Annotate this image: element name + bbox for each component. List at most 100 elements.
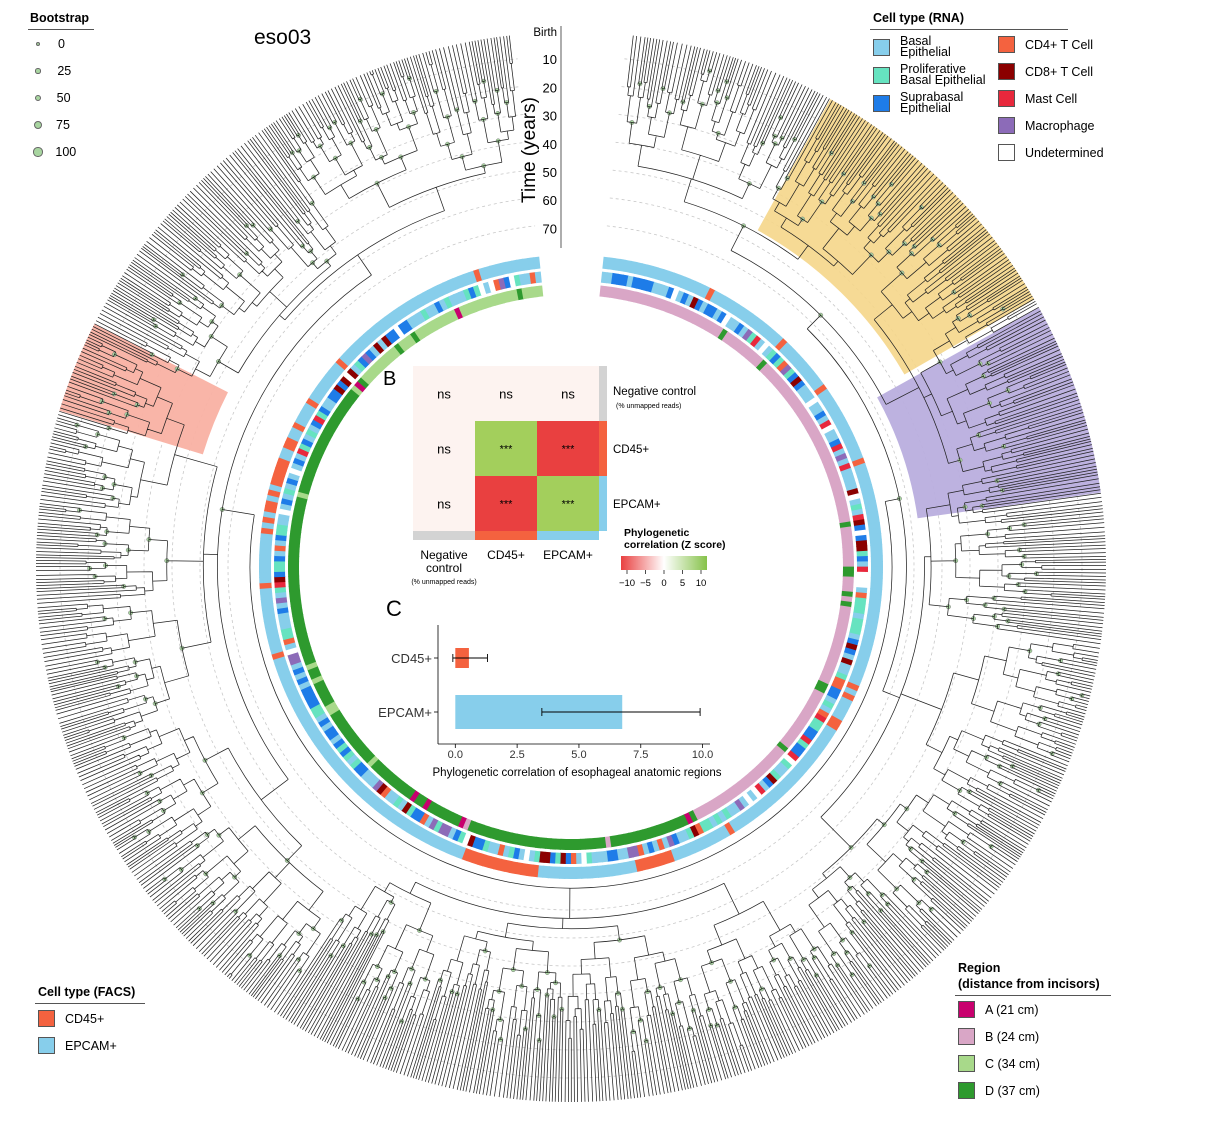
rna-ring-segment	[830, 680, 844, 691]
facs-ring-segment	[380, 316, 393, 330]
facs-ring-segment	[800, 366, 815, 379]
region-ring-segment	[651, 825, 661, 838]
facs-ring-segment	[695, 282, 706, 297]
rna-ring-segment	[296, 675, 309, 686]
facs-ring-segment	[870, 582, 883, 590]
facs-ring-segment	[820, 728, 834, 741]
region-ring-segment	[299, 481, 312, 490]
rna-ring-segment	[824, 694, 837, 706]
rna-ring-segment	[543, 851, 551, 864]
legend-swatch	[998, 36, 1015, 53]
rna-ring-segment	[765, 349, 778, 362]
facs-ring-segment	[670, 848, 681, 862]
region-ring-segment	[651, 296, 661, 309]
heatmap-row-sublabel: (% unmapped reads)	[616, 403, 681, 410]
rna-ring-segment	[534, 271, 542, 284]
facs-ring-segment	[343, 349, 357, 363]
time-tick-label: Birth	[533, 27, 557, 39]
region-ring-segment	[335, 717, 348, 729]
region-ring-segment	[466, 819, 476, 833]
facs-ring-segment	[261, 603, 275, 612]
facs-ring-segment	[430, 834, 442, 849]
facs-ring-segment	[328, 365, 342, 379]
region-ring-segment	[802, 705, 815, 717]
rna-ring-segment	[826, 690, 840, 701]
facs-ring-segment	[314, 737, 328, 750]
rna-ring-segment	[393, 325, 405, 338]
heatmap-cell	[413, 421, 475, 476]
heatmap-col-label: CD45+	[487, 548, 525, 562]
facs-ring-segment	[286, 690, 301, 702]
facs-ring-segment	[870, 549, 883, 557]
col-annotation-bar	[413, 531, 475, 540]
facs-ring-segment	[392, 812, 405, 827]
facs-ring-segment	[695, 837, 706, 852]
region-ring-segment	[785, 729, 798, 742]
rna-ring-segment	[320, 720, 334, 732]
rna-ring-segment	[291, 462, 304, 472]
panel-b-letter: B	[383, 368, 397, 390]
rna-ring-segment	[769, 352, 782, 365]
rna-ring-segment	[448, 294, 459, 307]
region-ring-segment	[782, 733, 795, 745]
region-ring-segment	[359, 748, 372, 760]
rna-ring-segment	[854, 529, 867, 537]
rna-ring-segment	[275, 534, 287, 542]
rna-ring-segment	[814, 712, 827, 724]
facs-ring-segment	[823, 397, 837, 410]
rna-ring-segment	[323, 725, 336, 737]
facs-ring-segment	[737, 813, 750, 827]
region-ring-segment	[417, 795, 428, 808]
rna-ring-segment	[650, 281, 660, 295]
rna-ring-segment	[451, 828, 462, 842]
legend-swatch	[998, 90, 1015, 107]
rna-ring-segment	[729, 319, 741, 333]
facs-ring-segment	[527, 257, 536, 270]
facs-ring-segment	[431, 284, 443, 299]
row-annotation-bar	[599, 366, 607, 421]
facs-ring-segment	[869, 538, 883, 546]
facs-ring-segment	[699, 285, 711, 299]
region-ring-segment	[570, 838, 577, 850]
region-ring-segment	[700, 803, 712, 816]
region-ring-segment	[713, 325, 725, 339]
facs-ring-segment	[422, 289, 434, 304]
region-ring-segment	[401, 336, 413, 349]
rna-ring-segment	[339, 745, 352, 758]
rna-ring-segment	[361, 352, 374, 365]
region-ring-segment	[842, 581, 854, 588]
rna-ring-segment	[856, 556, 868, 563]
time-tick-label: 60	[543, 193, 557, 208]
region-ring-segment	[816, 444, 829, 455]
heatmap-col-label: EPCAM+	[543, 548, 593, 562]
facs-ring-segment	[341, 770, 355, 784]
facs-ring-segment	[259, 565, 272, 573]
facs-ring-segment	[810, 379, 825, 392]
rna-ring-segment	[675, 290, 685, 303]
rna-ring-segment	[321, 400, 334, 412]
facs-ring-segment	[834, 417, 848, 429]
facs-ring-segment	[831, 710, 845, 722]
region-ring-segment	[463, 303, 473, 316]
facs-ring-segment	[654, 853, 665, 867]
rna-ring-segment	[783, 368, 796, 380]
rna-ring-segment	[298, 680, 311, 691]
annotation-rings	[259, 256, 883, 879]
rna-ring-segment	[765, 772, 778, 785]
facs-ring-segment	[704, 832, 716, 847]
region-ring-segment	[311, 448, 325, 459]
region-ring-segment	[305, 462, 319, 472]
rna-ring-segment	[707, 306, 719, 319]
region-ring-segment	[748, 769, 761, 782]
legend-label: 0	[58, 37, 65, 51]
facs-ring-segment	[260, 532, 273, 540]
rna-ring-segment	[529, 272, 537, 284]
region-ring-segment	[480, 824, 490, 838]
facs-ring-segment	[771, 786, 784, 800]
region-ring-segment	[555, 838, 562, 850]
rna-ring-segment	[693, 298, 705, 312]
rna-ring-segment	[711, 812, 723, 826]
legend-swatch	[958, 1055, 975, 1072]
